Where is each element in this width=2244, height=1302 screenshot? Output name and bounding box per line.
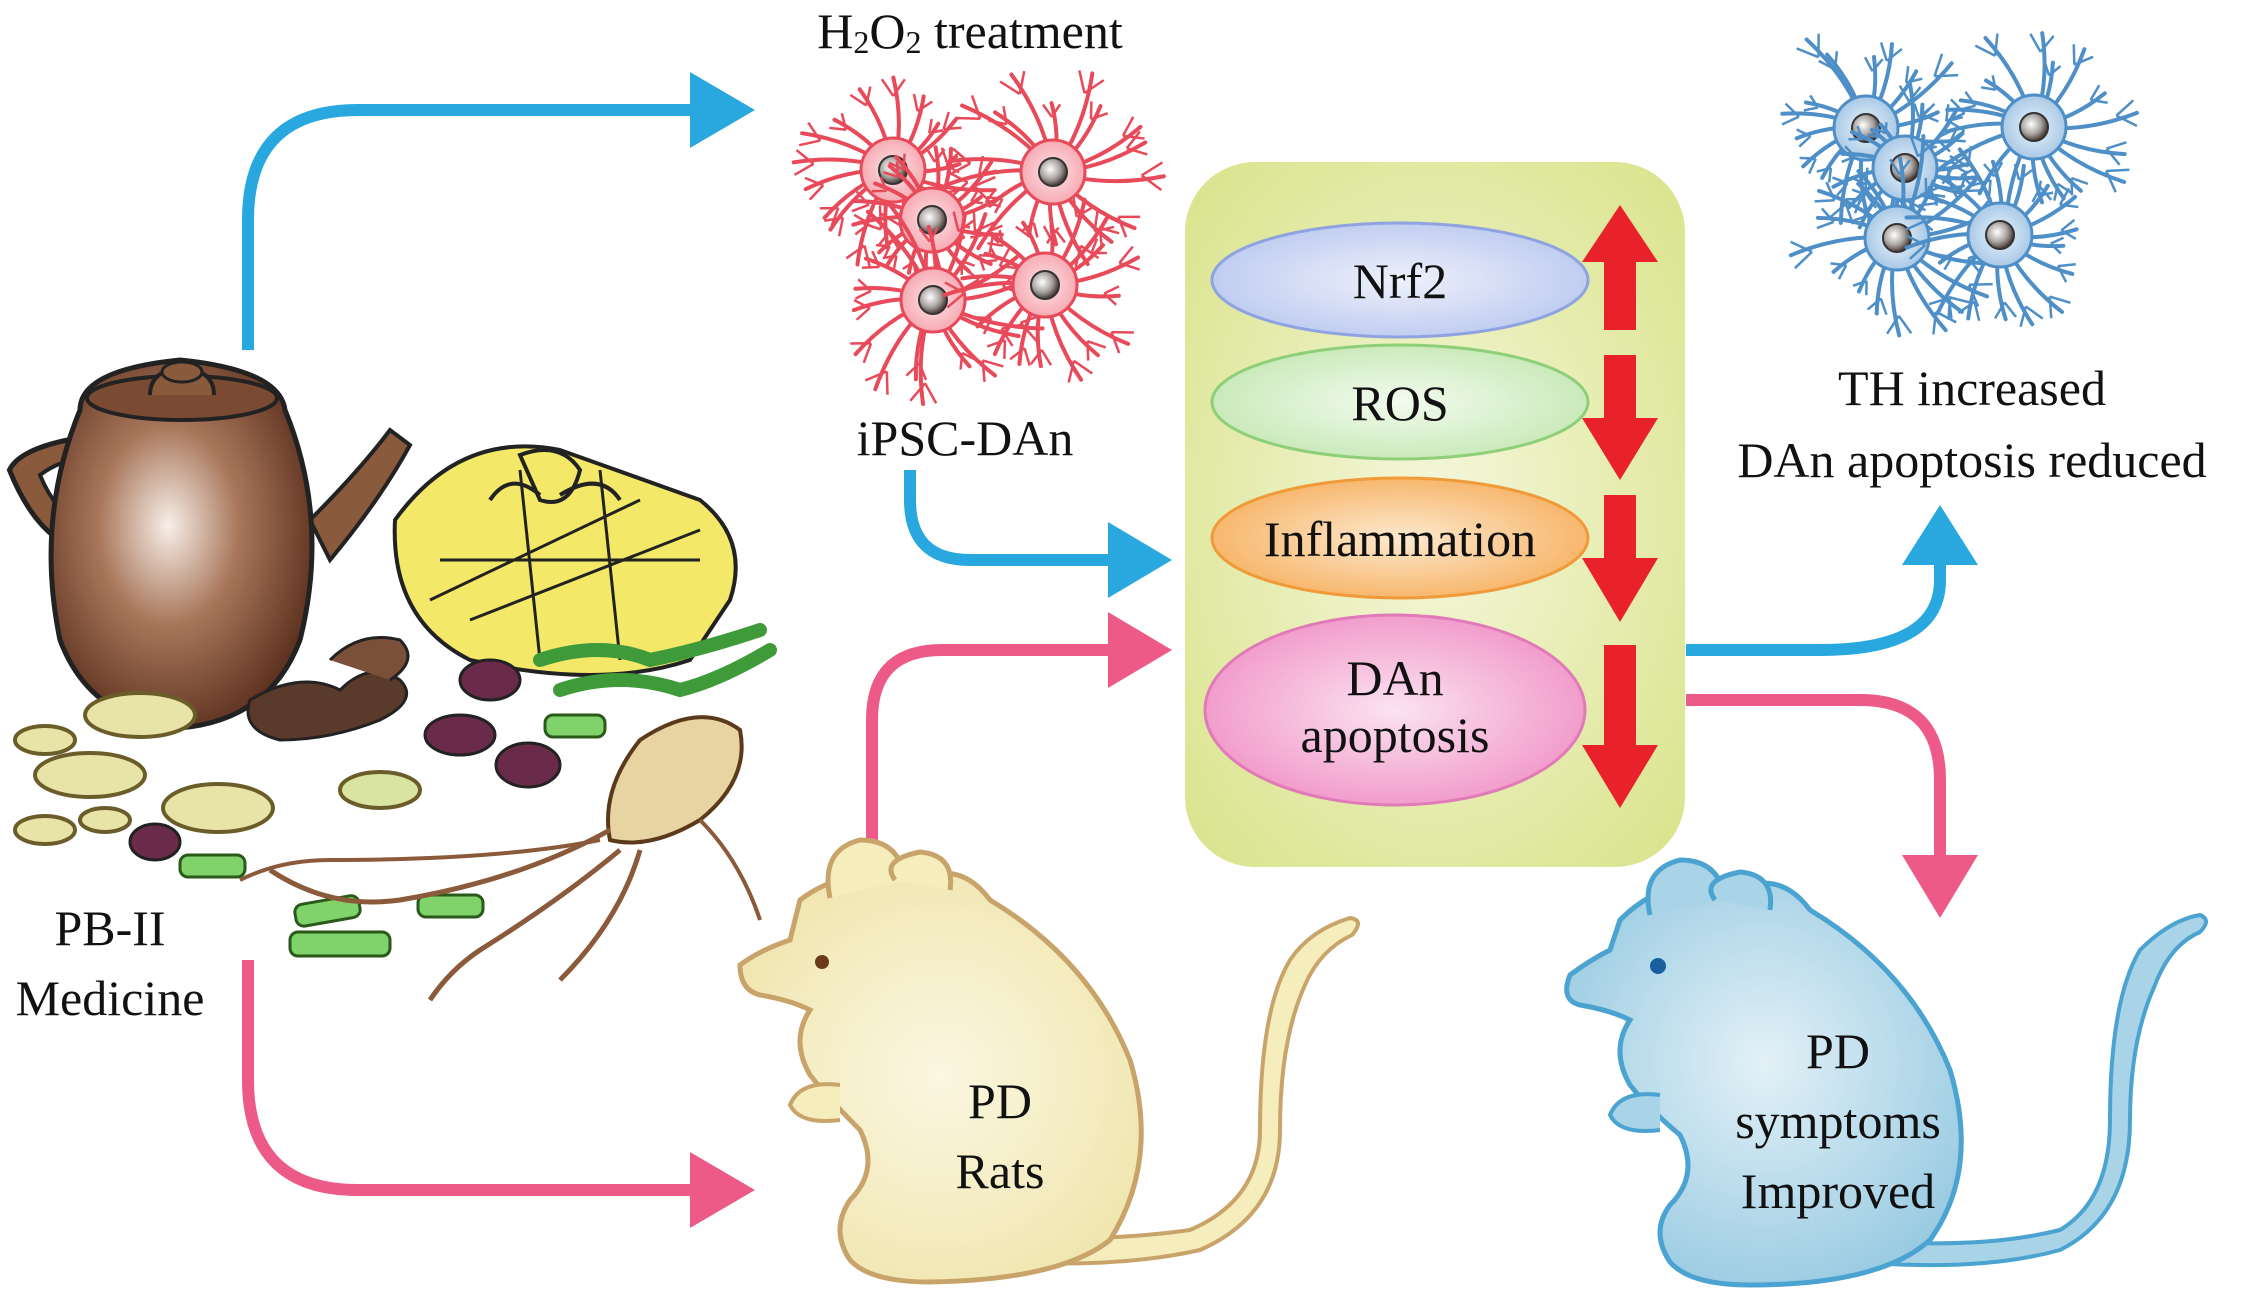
- herb-slices-icon: [13, 691, 422, 846]
- ginseng-icon: [239, 715, 762, 1002]
- dan-apoptosis-label-line2: apoptosis: [1301, 707, 1490, 763]
- pd-rats-label-line1: PD: [968, 1073, 1032, 1129]
- pathway-item-ros: ROS: [1210, 343, 1590, 461]
- nrf2-label: Nrf2: [1353, 253, 1447, 309]
- healthy-dan-cells-icon: [1780, 31, 2139, 338]
- green-stems-icon: [178, 623, 777, 958]
- pd-outcome-line1: PD: [1806, 1023, 1870, 1079]
- inflammation-down-arrow-icon: [1582, 495, 1658, 622]
- pd-outcome-line3: Improved: [1741, 1163, 1935, 1219]
- improved-rat-icon: [1564, 857, 2208, 1288]
- h2o2-treatment-title: H2O2 treatment: [817, 3, 1123, 60]
- nrf2-up-arrow-icon: [1582, 205, 1658, 330]
- arrow-medicine-to-cells: [242, 72, 755, 350]
- ipsc-dan-label: iPSC-DAn: [857, 410, 1074, 466]
- pathway-item-nrf2: Nrf2: [1210, 221, 1590, 339]
- medicine-illustration: [6, 357, 777, 1002]
- apoptosis-down-arrow-icon: [1582, 645, 1658, 808]
- pd-rats-label-line2: Rats: [956, 1143, 1045, 1199]
- ros-label: ROS: [1351, 375, 1448, 431]
- ros-down-arrow-icon: [1582, 355, 1658, 480]
- ipsc-dan-cells-icon: [791, 70, 1166, 406]
- pd-rat-icon: [737, 837, 1360, 1285]
- dan-apoptosis-label-line1: DAn: [1346, 650, 1443, 706]
- pathway-item-inflammation: Inflammation: [1210, 476, 1590, 600]
- outcome-cells-line2: DAn apoptosis reduced: [1737, 432, 2206, 488]
- inflammation-label: Inflammation: [1264, 511, 1536, 567]
- arrow-panel-to-pd-outcome: [1686, 694, 1978, 918]
- outcome-cells-line1: TH increased: [1838, 360, 2106, 416]
- medicine-label-line2: Medicine: [16, 970, 205, 1026]
- arrow-cells-to-panel: [904, 470, 1172, 598]
- teapot-icon: [6, 357, 413, 731]
- herb-package-icon: [392, 444, 738, 677]
- arrow-rats-to-panel: [866, 612, 1172, 840]
- medicine-label-line1: PB-II: [54, 900, 165, 956]
- dates-icon: [128, 658, 562, 862]
- ginger-icon: [246, 636, 410, 742]
- arrow-medicine-to-rats: [242, 960, 755, 1228]
- arrow-panel-to-outcome-cells: [1686, 505, 1978, 656]
- pathway-item-dan-apoptosis: DAn apoptosis: [1203, 613, 1587, 807]
- pd-outcome-line2: symptoms: [1735, 1093, 1941, 1149]
